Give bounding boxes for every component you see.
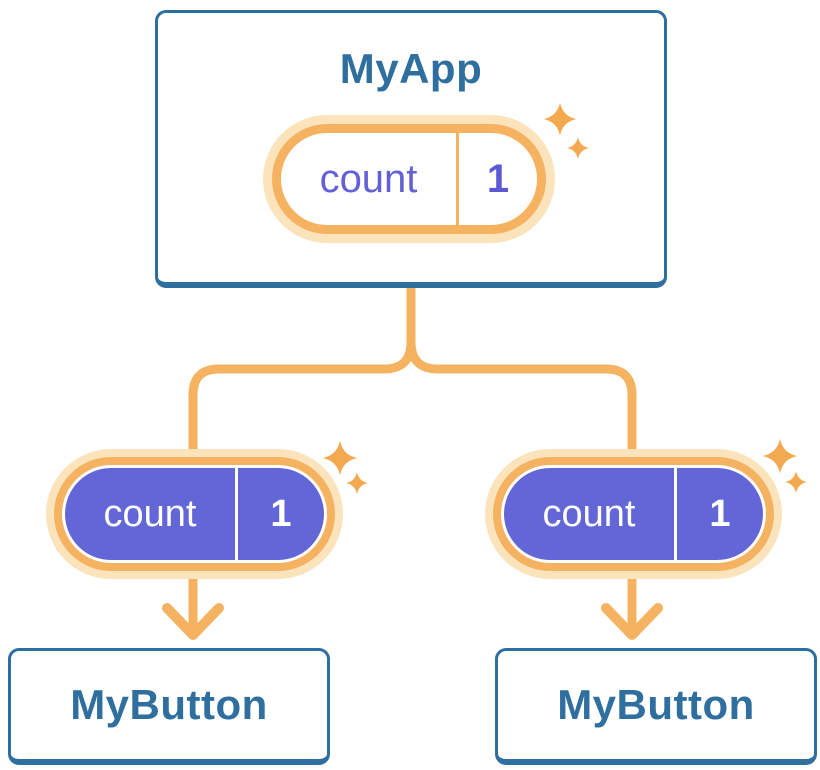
state-pill-left-ring: count 1 [54, 457, 335, 571]
state-pill-right-child: count 1 [485, 449, 782, 579]
state-value: 1 [456, 133, 537, 225]
branch-line-right [406, 284, 637, 452]
state-key-label: count [542, 492, 636, 535]
arrow-head-right-icon [601, 603, 663, 640]
state-value: 1 [235, 468, 324, 560]
component-card-mybutton-left: MyButton [8, 648, 330, 765]
state-pill-right-core: count 1 [504, 468, 763, 560]
component-title-mybutton: MyButton [557, 681, 755, 728]
state-value: 1 [674, 468, 763, 560]
state-pill-root-ring: count 1 [272, 124, 546, 234]
branch-line-left [188, 284, 416, 452]
state-pill-right-ring: count 1 [493, 457, 774, 571]
component-card-mybutton-right: MyButton [495, 648, 817, 765]
state-pill-left-child: count 1 [46, 449, 343, 579]
state-pill-root: count 1 [263, 115, 555, 243]
arrow-head-left-icon [162, 603, 224, 640]
component-title-myapp: MyApp [339, 45, 483, 92]
state-key-label: count [319, 156, 418, 201]
component-title-mybutton: MyButton [70, 681, 268, 728]
state-pill-left-core: count 1 [65, 468, 324, 560]
state-key-label: count [103, 492, 197, 535]
